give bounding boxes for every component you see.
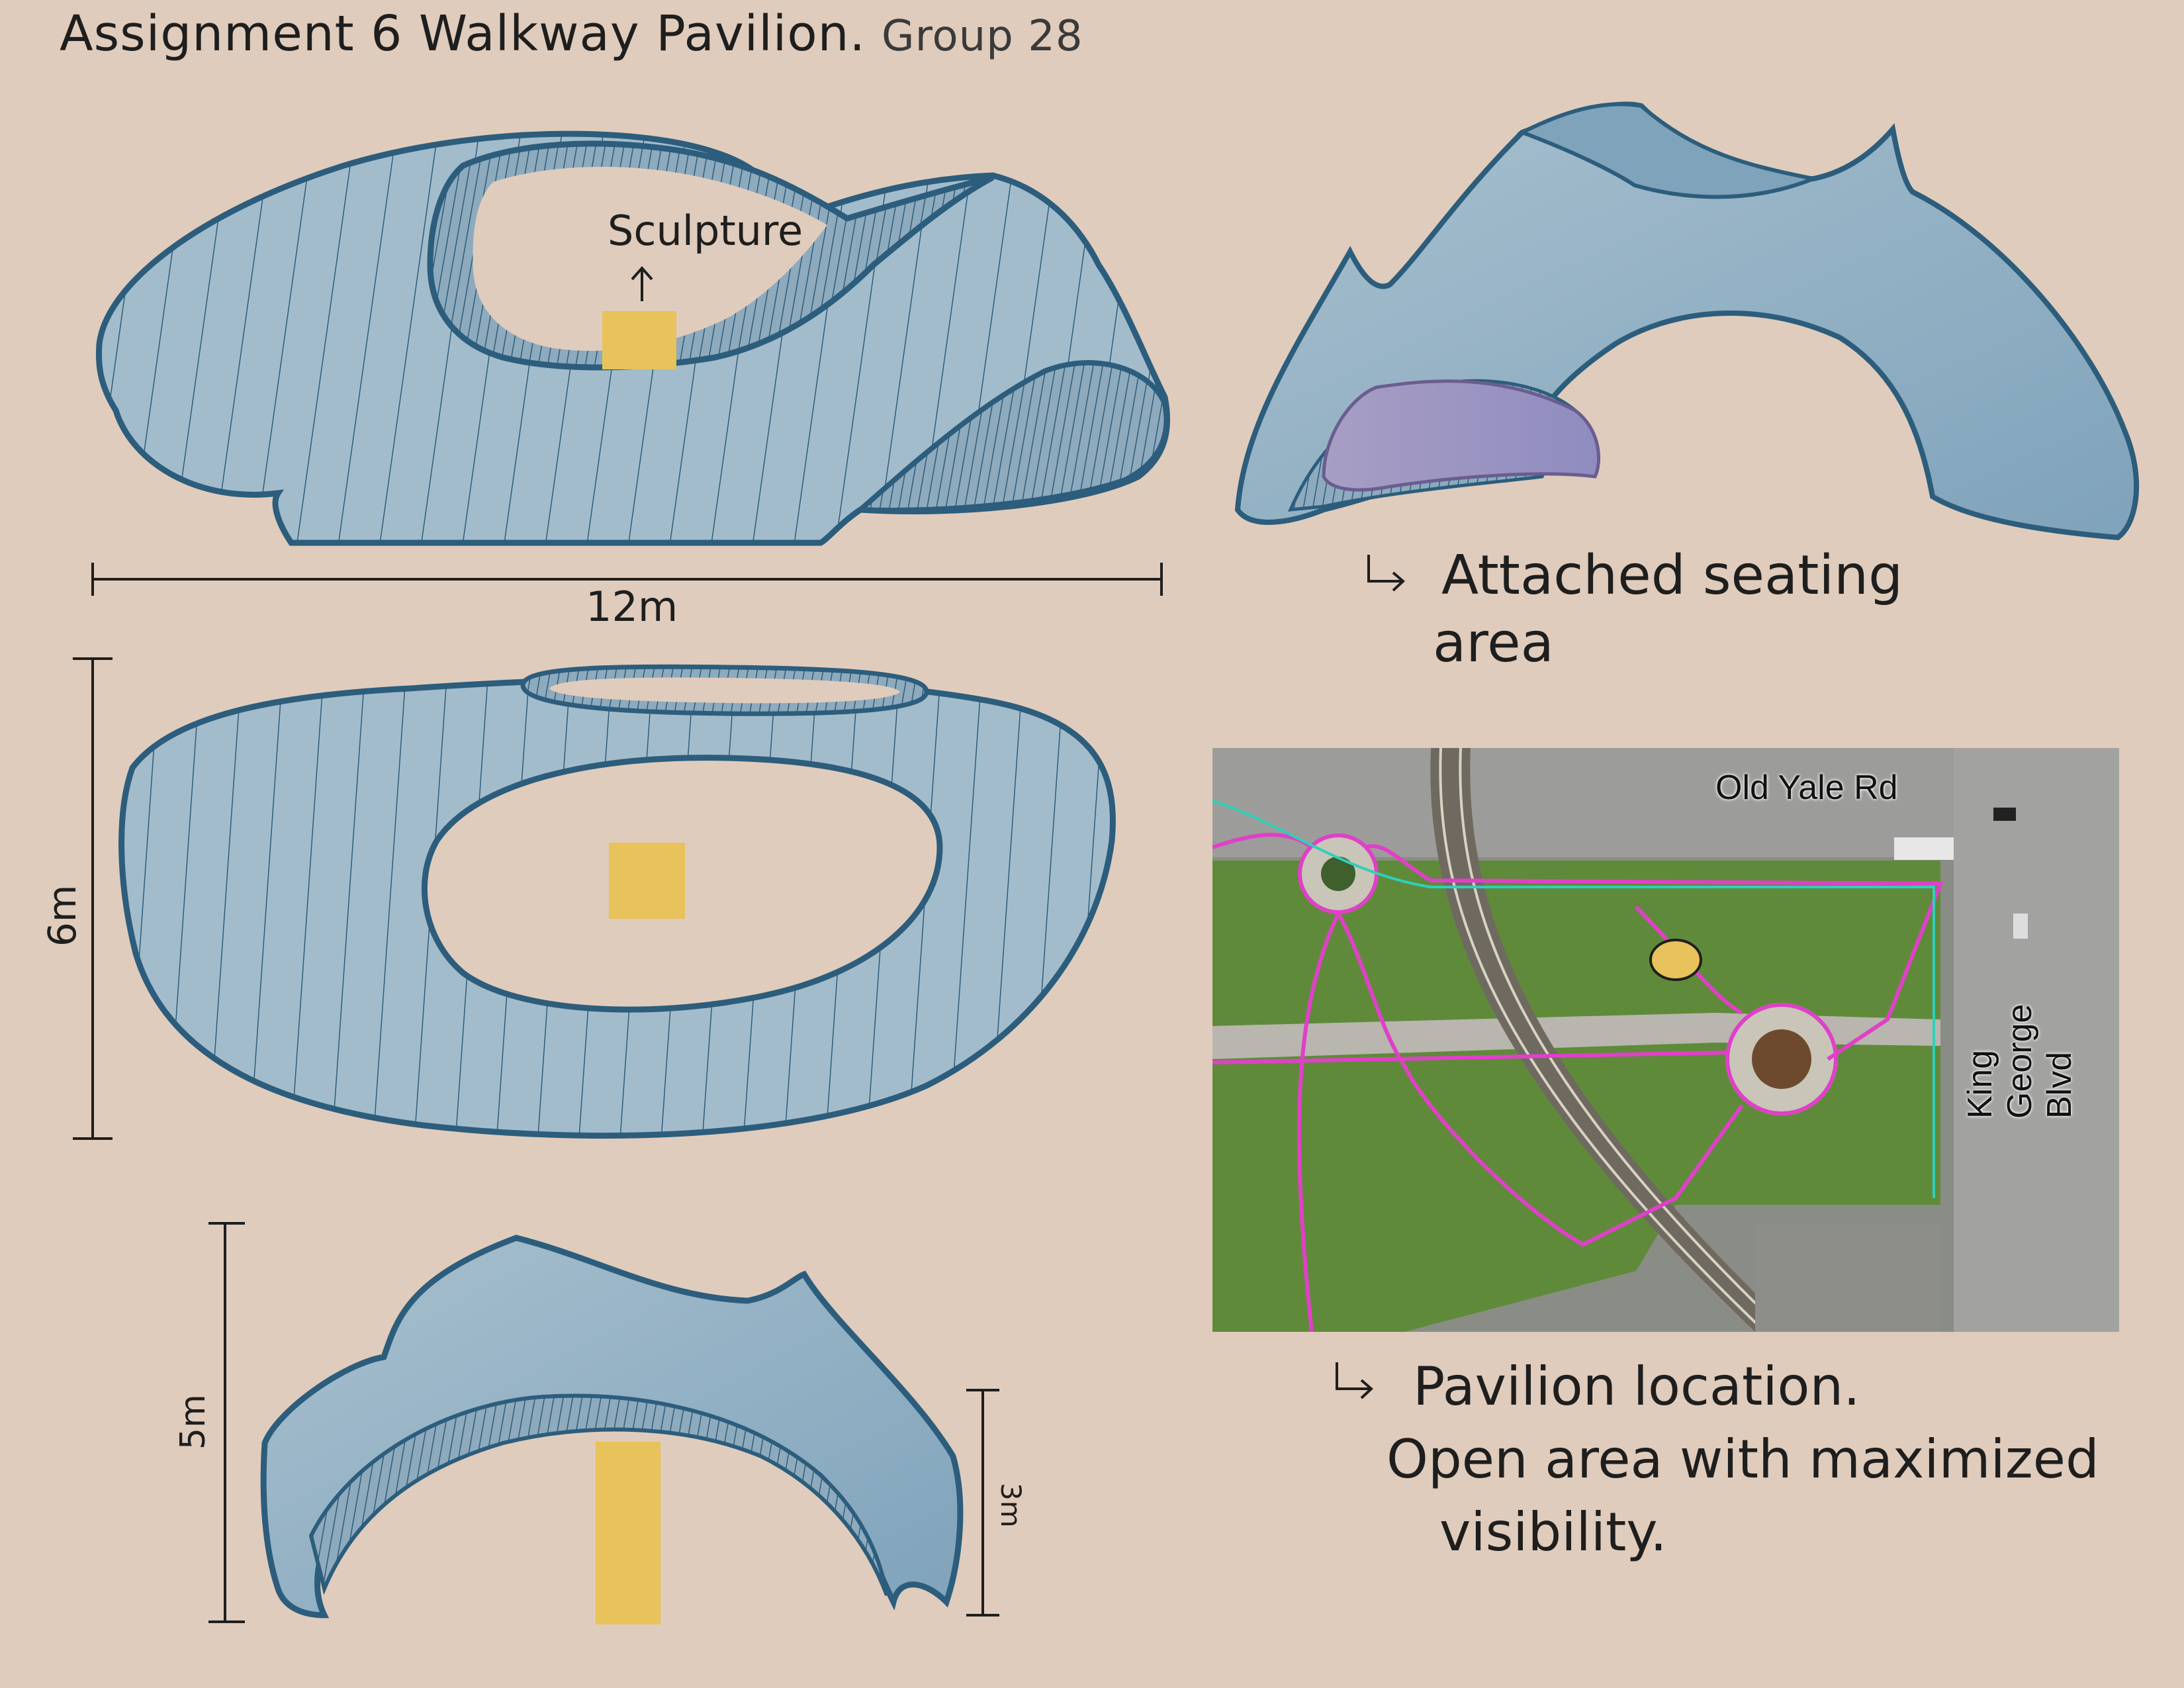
- skytrain-guideway: [1430, 748, 1795, 1332]
- front-right-opening: [853, 360, 1169, 513]
- height-dimension-line: [208, 1222, 245, 1623]
- opening-dimension-line: [966, 1389, 999, 1617]
- location-caption-line2: Open area with maximized: [1387, 1429, 2099, 1490]
- sculpture-arrow: [631, 265, 653, 301]
- depth-label: 6m: [40, 884, 85, 947]
- pavilion-marker: [1649, 939, 1702, 981]
- caption-arrow-seating: [1367, 555, 1405, 592]
- attached-seating: [1322, 379, 1601, 492]
- section-inner-arch: [308, 1393, 889, 1597]
- sculpture-label: Sculpture: [608, 207, 803, 255]
- perspective-view-drawing: [1234, 101, 2140, 592]
- street-label-north: Old Yale Rd: [1715, 769, 1898, 807]
- width-label: 12m: [586, 583, 678, 631]
- front-window-interior: [473, 167, 827, 351]
- road-king-george: [1954, 748, 2119, 1332]
- aerial-photo: [1212, 748, 2119, 1332]
- top-sculpture-block: [609, 843, 685, 919]
- street-label-east: King George Blvd: [1961, 1004, 2079, 1119]
- section-view-drawing: [208, 1222, 999, 1624]
- section-sculpture-block: [596, 1442, 660, 1624]
- location-caption-line3: visibility.: [1439, 1501, 1667, 1563]
- top-view-drawing: [73, 657, 1116, 1140]
- depth-dimension-line: [73, 657, 113, 1140]
- perspective-roof-cut: [1517, 102, 1821, 199]
- caption-arrow-location: [1336, 1362, 1373, 1399]
- width-dimension-line: [91, 563, 1163, 596]
- front-view-drawing: [91, 130, 1171, 596]
- seating-caption-line1: Attached seating: [1441, 544, 1903, 607]
- seating-caption-line2: area: [1433, 612, 1554, 675]
- front-sculpture-block: [602, 311, 676, 369]
- height-label: 5m: [173, 1394, 213, 1450]
- top-rear-slot-inner: [549, 677, 900, 704]
- site-map: Old Yale Rd King George Blvd: [1212, 748, 2119, 1332]
- location-caption-line1: Pavilion location.: [1413, 1356, 1860, 1417]
- group-label: Group 28: [882, 12, 1083, 61]
- page-title: Assignment 6 Walkway Pavilion. Group 28: [60, 5, 1083, 62]
- opening-label: 3m: [995, 1483, 1027, 1528]
- parking-lot: [1755, 1225, 1940, 1332]
- assignment-title: Assignment 6 Walkway Pavilion.: [60, 5, 866, 62]
- boundary-line: [1212, 800, 1935, 1198]
